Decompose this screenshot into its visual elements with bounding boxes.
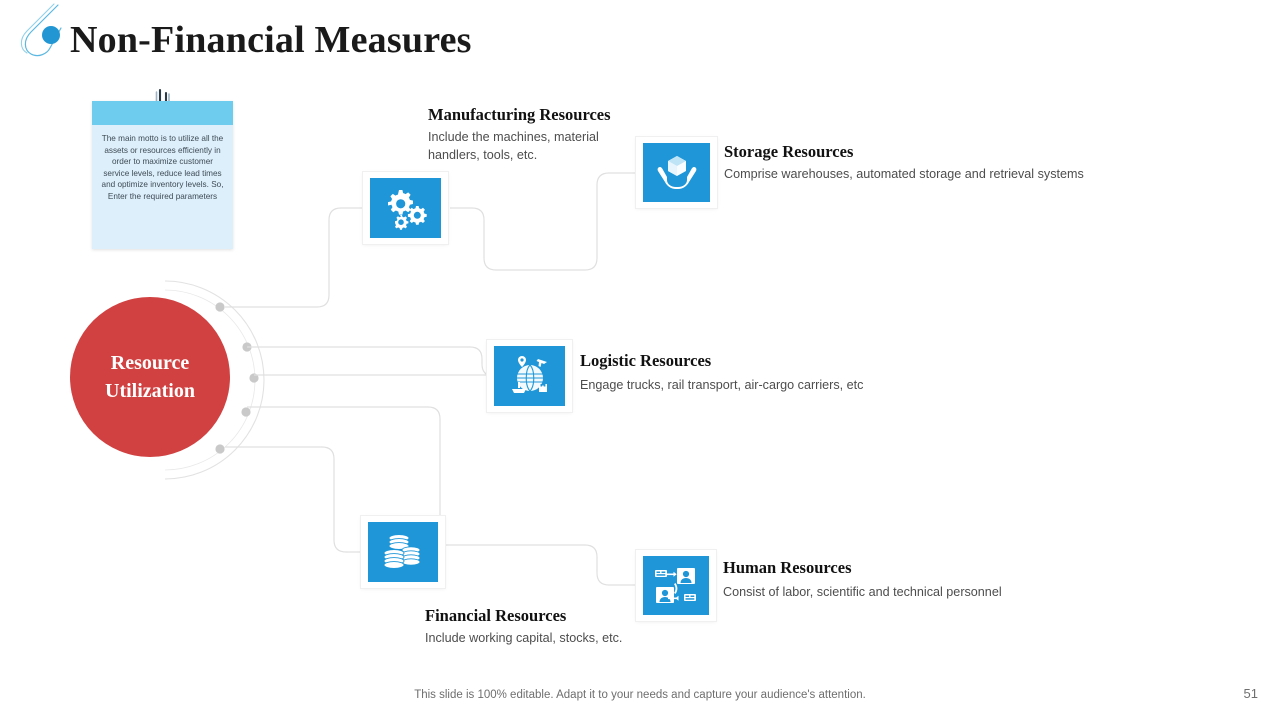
sticky-note-band — [92, 101, 233, 125]
coin-stacks-icon — [368, 522, 438, 582]
item-title-manufacturing: Manufacturing Resources — [428, 105, 611, 124]
people-network-icon — [643, 556, 709, 615]
hub-resource-utilization[interactable]: Resource Utilization — [70, 297, 230, 457]
tile-manufacturing[interactable] — [363, 172, 448, 244]
wire-financial-b — [225, 446, 362, 553]
item-desc-manufacturing: Include the machines, material handlers,… — [428, 130, 599, 162]
item-desc-human: Consist of labor, scientific and technic… — [723, 585, 1002, 599]
global-logistics-icon — [494, 346, 565, 406]
hub-dot-5 — [215, 444, 225, 454]
item-title-financial: Financial Resources — [425, 606, 567, 625]
item-desc-logistic: Engage trucks, rail transport, air-cargo… — [580, 378, 864, 392]
hub-label-line2: Utilization — [105, 380, 195, 402]
page-title: Non-Financial Measures — [70, 19, 472, 61]
pin-clip-icon — [20, 3, 62, 57]
footer-note: This slide is 100% editable. Adapt it to… — [414, 689, 866, 701]
hub-arc-ring — [164, 280, 265, 480]
tile-human[interactable] — [636, 550, 716, 621]
tile-logistic[interactable] — [487, 340, 572, 412]
hub-dot-3 — [249, 373, 259, 383]
tile-financial[interactable] — [361, 516, 445, 588]
hub-dot-4 — [241, 407, 251, 417]
tile-storage[interactable] — [636, 137, 717, 208]
sticky-note-text: The main motto is to utilize all the ass… — [101, 134, 224, 201]
sticky-note: The main motto is to utilize all the ass… — [92, 101, 233, 249]
item-desc-storage: Comprise warehouses, automated storage a… — [724, 167, 1084, 181]
hub-dot-1 — [215, 302, 225, 312]
item-title-human: Human Resources — [723, 558, 852, 577]
gears-icon — [370, 178, 441, 238]
item-desc-financial: Include working capital, stocks, etc. — [425, 631, 623, 645]
page-number: 51 — [1243, 686, 1258, 701]
wire-manufacturing — [225, 207, 362, 308]
hub-label-line1: Resource — [110, 352, 190, 374]
wire-logistic-a — [247, 346, 495, 377]
wire-storage — [450, 172, 636, 271]
item-title-storage: Storage Resources — [724, 142, 854, 161]
item-title-logistic: Logistic Resources — [580, 351, 712, 370]
hub-label: Resource Utilization — [105, 349, 195, 405]
wire-human — [440, 544, 636, 586]
hands-holding-box-icon — [643, 143, 710, 202]
